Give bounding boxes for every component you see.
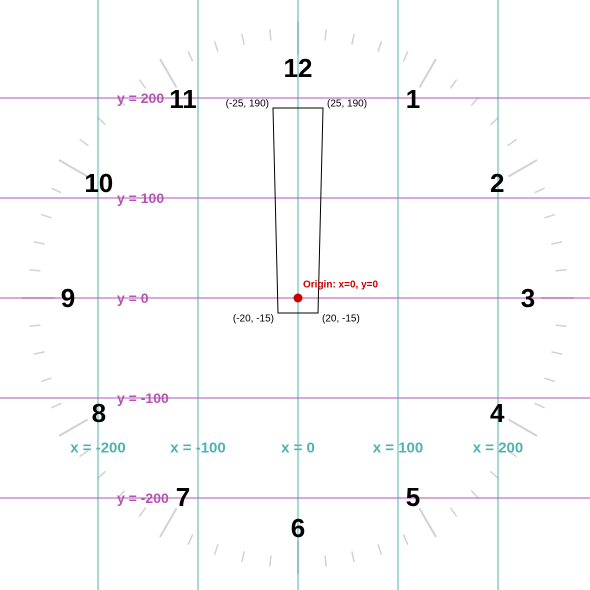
minute-tick bbox=[138, 507, 147, 517]
clock-numeral: 5 bbox=[406, 482, 420, 512]
minute-tick bbox=[377, 40, 383, 52]
clock-numeral: 6 bbox=[291, 513, 305, 543]
y-axis-label: y = 100 bbox=[117, 190, 164, 206]
minute-tick bbox=[96, 116, 107, 126]
minute-tick bbox=[555, 269, 567, 272]
minute-tick bbox=[116, 489, 126, 500]
minute-tick bbox=[507, 449, 517, 458]
minute-tick bbox=[489, 116, 500, 126]
minute-tick bbox=[470, 96, 480, 107]
minute-tick bbox=[187, 51, 194, 62]
clock-numeral: 7 bbox=[176, 482, 190, 512]
clock-hand bbox=[272, 107, 324, 314]
minute-tick bbox=[269, 29, 272, 41]
dial-ticks bbox=[22, 22, 574, 574]
minute-tick bbox=[213, 40, 219, 52]
minute-tick bbox=[449, 507, 458, 517]
minute-tick bbox=[116, 96, 126, 107]
minute-tick bbox=[33, 241, 45, 245]
minute-tick bbox=[551, 351, 563, 355]
minute-tick bbox=[213, 544, 219, 556]
corner-coordinate-label: (25, 190) bbox=[327, 99, 367, 110]
x-axis-label: x = 0 bbox=[281, 440, 315, 457]
minute-tick bbox=[534, 187, 545, 194]
hour-tick bbox=[507, 159, 538, 178]
clock-numeral: 3 bbox=[521, 283, 535, 313]
minute-tick bbox=[96, 470, 107, 480]
hour-tick bbox=[58, 418, 89, 437]
minute-tick bbox=[79, 449, 89, 458]
clock-numeral: 1 bbox=[406, 84, 420, 114]
clock-numeral: 8 bbox=[92, 398, 106, 428]
minute-tick bbox=[544, 213, 556, 219]
corner-coordinate-label: (-20, -15) bbox=[233, 314, 274, 325]
minute-tick bbox=[51, 187, 62, 194]
minute-tick bbox=[402, 534, 409, 545]
minute-tick bbox=[187, 534, 194, 545]
clock-numeral: 10 bbox=[84, 168, 113, 198]
hour-tick bbox=[159, 507, 178, 538]
clock-numeral: 4 bbox=[490, 398, 505, 428]
x-axis-label: x = 100 bbox=[373, 440, 423, 457]
minute-tick bbox=[489, 470, 500, 480]
hand-outline bbox=[272, 107, 324, 314]
corner-coordinate-label: (-25, 190) bbox=[226, 99, 269, 110]
clock-numeral: 12 bbox=[284, 53, 313, 83]
minute-tick bbox=[402, 51, 409, 62]
clock-numeral: 9 bbox=[61, 283, 75, 313]
x-axis-label: x = 200 bbox=[473, 440, 523, 457]
minute-tick bbox=[324, 29, 327, 41]
hour-tick bbox=[58, 159, 89, 178]
minute-tick bbox=[351, 551, 355, 563]
minute-tick bbox=[377, 544, 383, 556]
minute-tick bbox=[29, 269, 41, 272]
clock-numeral: 2 bbox=[490, 168, 504, 198]
minute-tick bbox=[449, 79, 458, 89]
minute-tick bbox=[269, 555, 272, 567]
corner-coordinate-label: (20, -15) bbox=[322, 314, 360, 325]
x-axis-label: x = -100 bbox=[170, 440, 225, 457]
y-axis-label: y = 0 bbox=[117, 290, 149, 306]
minute-tick bbox=[555, 324, 567, 327]
minute-tick bbox=[241, 33, 245, 45]
minute-tick bbox=[29, 324, 41, 327]
minute-tick bbox=[51, 402, 62, 409]
minute-tick bbox=[33, 351, 45, 355]
x-axis-label: x = -200 bbox=[70, 440, 125, 457]
minute-tick bbox=[544, 377, 556, 383]
minute-tick bbox=[507, 138, 517, 147]
minute-tick bbox=[351, 33, 355, 45]
minute-tick bbox=[79, 138, 89, 147]
hour-tick bbox=[418, 58, 437, 89]
y-axis-label: y = -100 bbox=[117, 390, 169, 406]
y-axis-label: y = 200 bbox=[117, 90, 164, 106]
minute-tick bbox=[324, 555, 327, 567]
minute-tick bbox=[40, 213, 52, 219]
minute-tick bbox=[40, 377, 52, 383]
clock-numeral: 11 bbox=[169, 84, 197, 114]
hour-tick bbox=[159, 58, 178, 89]
y-axis-label: y = -200 bbox=[117, 490, 169, 506]
minute-tick bbox=[470, 489, 480, 500]
hour-tick bbox=[418, 507, 437, 538]
hour-tick bbox=[507, 418, 538, 437]
minute-tick bbox=[241, 551, 245, 563]
origin-label: Origin: x=0, y=0 bbox=[303, 280, 378, 291]
minute-tick bbox=[534, 402, 545, 409]
origin-point bbox=[293, 293, 303, 303]
minute-tick bbox=[138, 79, 147, 89]
minute-tick bbox=[551, 241, 563, 245]
